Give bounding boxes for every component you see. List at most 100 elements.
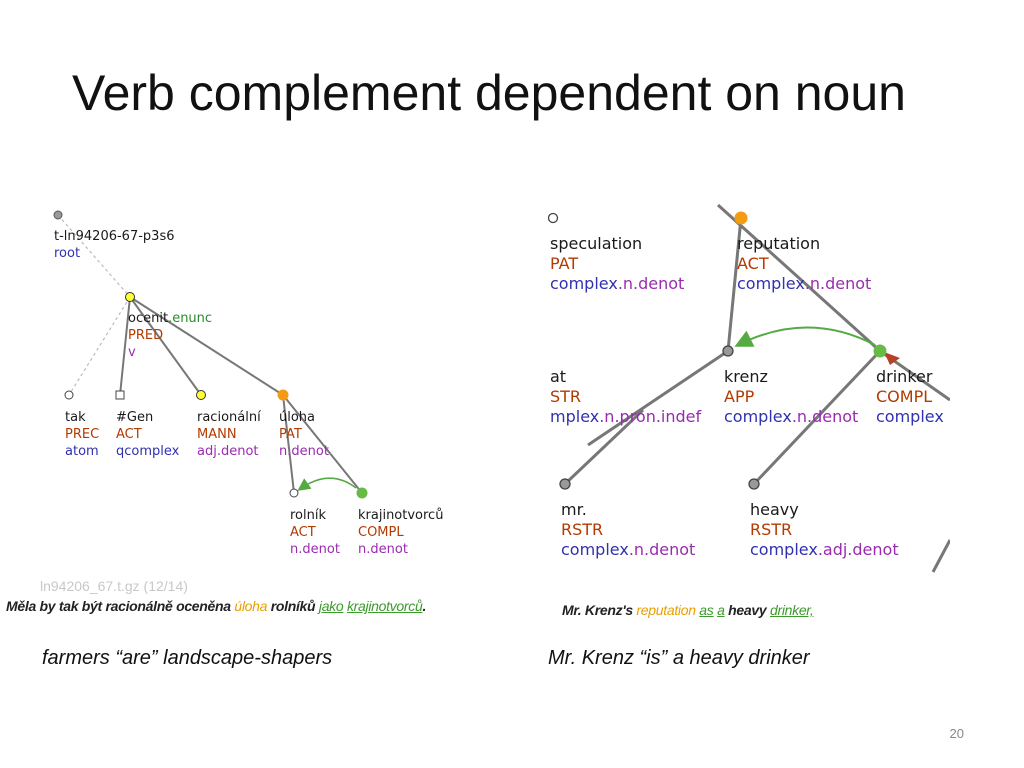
label-drinker: drinker COMPL complex: [876, 367, 944, 426]
word-jako: jako: [318, 598, 344, 614]
label-uloha: úloha PAT n.denot: [279, 409, 329, 460]
speculation-lemma: speculation: [550, 234, 643, 253]
word-drinker: drinker,: [769, 602, 814, 618]
edge-pred-tak: [68, 296, 131, 396]
drinker-functor: COMPL: [876, 387, 933, 406]
node-gen: [115, 390, 125, 400]
node-drinker: [873, 344, 887, 358]
word-reputation: reputation: [636, 602, 696, 618]
node-krajinotvorcu: [356, 487, 368, 499]
right-tree-edges: [548, 203, 950, 573]
marker-red: [884, 352, 900, 365]
reputation-functor: ACT: [737, 254, 769, 273]
uloha-lemma: úloha: [279, 410, 316, 425]
racionalni-sem: adj.denot: [197, 444, 259, 459]
word-uloha: úloha: [234, 598, 268, 614]
node-rolnik: [289, 488, 299, 498]
racionalni-lemma: racionální: [197, 410, 261, 425]
node-speculation: [548, 212, 559, 224]
edge-uloha-rolnik: [282, 394, 295, 494]
pred-sem: v: [128, 345, 136, 360]
label-heavy: heavy RSTR complex.adj.denot: [750, 500, 899, 559]
edge-reputation-krenz: [726, 217, 743, 352]
left-caption: farmers “are” landscape-shapers: [42, 647, 333, 669]
drinker-lemma: drinker: [876, 367, 933, 386]
krenz-functor: APP: [724, 387, 755, 406]
left-tree-edges: [53, 210, 368, 499]
label-pred: ocenit.enunc PRED v: [128, 310, 212, 361]
label-krajinotvorcu: krajinotvorců COMPL n.denot: [358, 507, 443, 558]
label-mr: mr. RSTR complex.n.denot: [561, 500, 696, 559]
right-caption: Mr. Krenz “is” a heavy drinker: [548, 647, 810, 669]
left-tree-panel: t-ln94206-67-p3s6 root ocenit.enunc PRED…: [0, 200, 520, 625]
uloha-sem: n.denot: [279, 444, 329, 459]
rolnik-lemma: rolník: [290, 508, 327, 523]
edge-pred-racionalni: [129, 296, 202, 396]
label-gen: #Gen ACT qcomplex: [116, 409, 179, 460]
label-krenz: krenz APP complex.n.denot: [724, 367, 859, 426]
word-krajinotvorcu: krajinotvorců: [346, 598, 423, 614]
krajinotvorcu-lemma: krajinotvorců: [358, 508, 444, 523]
label-reputation: reputation ACT complex.n.denot: [737, 234, 872, 293]
node-racionalni: [196, 390, 206, 400]
rolnik-functor: ACT: [290, 525, 316, 540]
pred-suffix: .enunc: [168, 311, 213, 326]
edge-top-drinker: [716, 203, 882, 353]
krajinotvorcu-sem: n.denot: [358, 542, 408, 557]
word-a: a: [717, 602, 725, 618]
label-rolnik: rolník ACT n.denot: [290, 507, 340, 558]
root-label: root: [54, 246, 81, 261]
mr-lemma: mr.: [561, 500, 587, 519]
edge-pred-uloha: [129, 296, 284, 396]
krenz-lemma: krenz: [724, 367, 768, 386]
left-file-name: ln94206_67.t.gz (12/14): [40, 578, 188, 594]
mr-functor: RSTR: [561, 520, 604, 539]
edge-drinker-heavy: [752, 349, 882, 486]
krajinotvorcu-functor: COMPL: [358, 525, 404, 540]
edge-coref-arrow: [297, 477, 357, 491]
node-krenz: [722, 345, 734, 357]
slide-title: Verb complement dependent on noun: [72, 65, 906, 121]
node-tak: [64, 390, 74, 400]
uloha-functor: PAT: [279, 427, 302, 442]
label-racionalni: racionální MANN adj.denot: [197, 409, 261, 460]
reputation-lemma: reputation: [737, 234, 821, 253]
edge-lower-right: [931, 539, 950, 573]
gen-sem: qcomplex: [116, 444, 180, 459]
pred-lemma: ocenit: [128, 311, 169, 326]
edge-krenz-that: [587, 349, 729, 447]
that-functor: STR: [550, 387, 582, 406]
node-heavy: [748, 478, 760, 490]
heavy-lemma: heavy: [750, 500, 799, 519]
gen-lemma: #Gen: [116, 410, 154, 425]
racionalni-functor: MANN: [197, 427, 237, 442]
node-reputation: [734, 211, 748, 225]
label-that: at STR mplex.n.pron.indef: [550, 367, 702, 426]
right-sentence: Mr. Krenz's reputation as a heavy drinke…: [562, 602, 814, 618]
speculation-functor: PAT: [550, 254, 579, 273]
node-root: [53, 210, 63, 220]
page-number: 20: [949, 726, 964, 741]
tak-lemma: tak: [65, 410, 86, 425]
edge-that-mr: [563, 408, 645, 486]
label-speculation: speculation PAT complex.n.denot: [550, 234, 685, 293]
word-as: as: [699, 602, 714, 618]
root-id: t-ln94206-67-p3s6: [54, 229, 175, 244]
gen-functor: ACT: [116, 427, 142, 442]
left-sentence: Měla by tak být racionálně oceněna úloha…: [6, 598, 427, 614]
label-tak: tak PREC atom: [65, 409, 99, 460]
tak-sem: atom: [65, 444, 99, 459]
heavy-functor: RSTR: [750, 520, 793, 539]
tak-functor: PREC: [65, 427, 100, 442]
edge-uloha-krajinotvorcu: [282, 394, 363, 494]
rolnik-sem: n.denot: [290, 542, 340, 557]
edge-pred-gen: [119, 296, 131, 396]
node-uloha: [277, 389, 289, 401]
edge-root-pred: [57, 214, 131, 298]
edge-coref-arrow-right: [734, 326, 876, 347]
right-tree-panel: speculation PAT complex.n.denot reputati…: [548, 200, 950, 625]
node-mr: [559, 478, 571, 490]
that-lemma: at: [550, 367, 567, 386]
node-pred: [125, 292, 135, 302]
pred-functor: PRED: [128, 328, 164, 343]
